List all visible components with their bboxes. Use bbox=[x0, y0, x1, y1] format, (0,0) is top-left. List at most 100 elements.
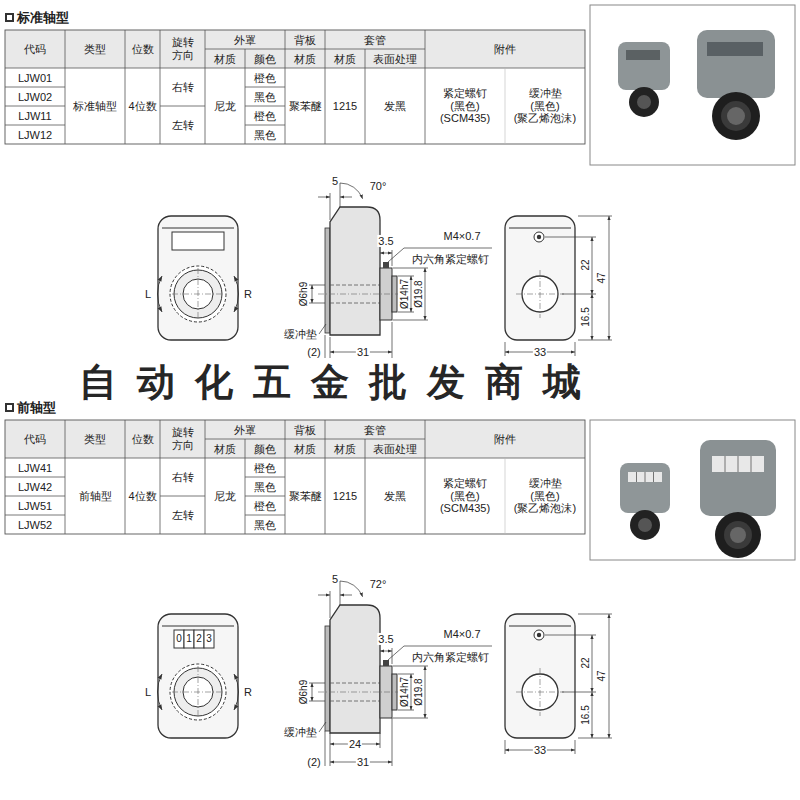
dimension-label: 72° bbox=[369, 578, 388, 590]
table-cell: 紧定螺钉 (黑色) (SCM435) bbox=[427, 477, 503, 515]
product-photo bbox=[700, 440, 776, 516]
table-header: 材质 bbox=[294, 442, 316, 455]
spec-table bbox=[5, 13, 585, 144]
callout-label: M4×0.7 bbox=[443, 230, 482, 242]
product-photo bbox=[626, 50, 660, 60]
table-cell: 聚苯醚 bbox=[289, 100, 322, 113]
table-header: 外罩 bbox=[234, 33, 256, 46]
dimension-label: 5 bbox=[331, 175, 339, 187]
product-photo bbox=[707, 42, 763, 56]
table-cell: 橙色 bbox=[254, 109, 276, 122]
table-cell: LJW51 bbox=[18, 499, 52, 512]
product-photo bbox=[727, 107, 745, 125]
table-header: 颜色 bbox=[254, 52, 276, 65]
table-cell: 右转 bbox=[172, 471, 194, 484]
dimension-label: 47 bbox=[596, 271, 607, 284]
dimension-label: 16.5 bbox=[580, 704, 591, 725]
table-cell: 橙色 bbox=[254, 71, 276, 84]
table-header: 类型 bbox=[84, 433, 106, 446]
product-photo bbox=[697, 30, 775, 98]
product-photo bbox=[590, 420, 795, 560]
standard-axis-drawing bbox=[157, 183, 612, 358]
table-cell: LJW41 bbox=[18, 461, 52, 474]
dimension-label: 31 bbox=[356, 346, 370, 358]
rotation-label: L bbox=[144, 686, 152, 698]
dimension-label: 22 bbox=[580, 656, 591, 669]
table-cell: 尼龙 bbox=[214, 490, 236, 503]
table-cell: 1215 bbox=[333, 100, 357, 113]
front-axis-drawing bbox=[194, 630, 204, 648]
counter-digit: 2 bbox=[196, 633, 202, 645]
table-cell: 4位数 bbox=[128, 100, 156, 113]
dimension-label: 22 bbox=[580, 258, 591, 271]
table-cell: 黑色 bbox=[254, 90, 276, 103]
table-cell: 右转 bbox=[172, 81, 194, 94]
standard-axis-drawing bbox=[325, 322, 392, 358]
table-header: 外罩 bbox=[234, 423, 256, 436]
dimension-label: (2) bbox=[306, 756, 321, 768]
product-photo bbox=[590, 5, 795, 165]
product-photo bbox=[638, 518, 652, 532]
counter-digit: 0 bbox=[176, 633, 182, 645]
table-cell: LJW42 bbox=[18, 480, 52, 493]
callout-label: M4×0.7 bbox=[443, 628, 482, 640]
table-header: 附件 bbox=[494, 43, 516, 56]
table-cell: 橙色 bbox=[254, 499, 276, 512]
table-cell: 黑色 bbox=[254, 128, 276, 141]
dimension-label: Ø6h9 bbox=[298, 281, 309, 307]
table-cell: LJW02 bbox=[18, 90, 52, 103]
product-photo bbox=[618, 42, 670, 90]
product-photo bbox=[715, 512, 761, 558]
callout-label: 内六角紧定螺钉 bbox=[411, 253, 490, 265]
rotation-label: R bbox=[243, 686, 253, 698]
rotation-label: R bbox=[243, 288, 253, 300]
table-cell: 标准轴型 bbox=[73, 100, 117, 113]
product-photo bbox=[712, 456, 764, 472]
table-cell: 1215 bbox=[333, 490, 357, 503]
table-header: 类型 bbox=[84, 43, 106, 56]
table-header: 背板 bbox=[294, 33, 316, 46]
dimension-label: 24 bbox=[348, 738, 362, 750]
section-heading: 标准轴型 bbox=[17, 11, 69, 26]
table-cell: 尼龙 bbox=[214, 100, 236, 113]
product-photo bbox=[637, 95, 651, 109]
product-photo bbox=[724, 521, 752, 549]
table-cell: 发黑 bbox=[384, 100, 406, 113]
product-photo bbox=[620, 463, 670, 513]
product-photo bbox=[712, 92, 760, 140]
table-header: 材质 bbox=[214, 52, 236, 65]
product-photo bbox=[630, 510, 660, 540]
table-cell: LJW11 bbox=[18, 109, 51, 122]
counter-digit: 1 bbox=[186, 633, 192, 645]
section-heading: 前轴型 bbox=[17, 401, 56, 416]
front-axis-drawing bbox=[204, 630, 214, 648]
counter-digit: 3 bbox=[206, 633, 212, 645]
dimension-label: 5 bbox=[331, 573, 339, 585]
table-header: 表面处理 bbox=[373, 52, 417, 65]
table-cell: 左转 bbox=[172, 509, 194, 522]
product-photo bbox=[629, 87, 659, 117]
table-header: 附件 bbox=[494, 433, 516, 446]
table-header: 代码 bbox=[24, 43, 46, 56]
table-header: 材质 bbox=[334, 442, 356, 455]
table-cell: LJW01 bbox=[18, 71, 52, 84]
product-photo bbox=[637, 472, 654, 482]
front-axis-drawing bbox=[157, 581, 612, 766]
dimension-label: (2) bbox=[306, 346, 321, 358]
dimension-label: 33 bbox=[533, 346, 547, 358]
table-header: 套管 bbox=[364, 423, 386, 436]
callout-label: 缓冲垫 bbox=[283, 726, 318, 738]
dimension-label: Ø14h7 bbox=[399, 278, 410, 310]
standard-axis-drawing bbox=[325, 322, 392, 358]
product-photo bbox=[628, 472, 662, 482]
dimension-label: 16.5 bbox=[580, 306, 591, 327]
standard-axis-drawing bbox=[172, 232, 224, 250]
table-header: 旋转 方向 bbox=[167, 36, 199, 61]
front-axis-drawing bbox=[157, 581, 612, 754]
table-cell: LJW12 bbox=[18, 128, 52, 141]
table-cell: LJW52 bbox=[18, 518, 52, 531]
table-header: 代码 bbox=[24, 433, 46, 446]
table-header: 套管 bbox=[364, 33, 386, 46]
callout-label: 缓冲垫 bbox=[283, 328, 318, 340]
